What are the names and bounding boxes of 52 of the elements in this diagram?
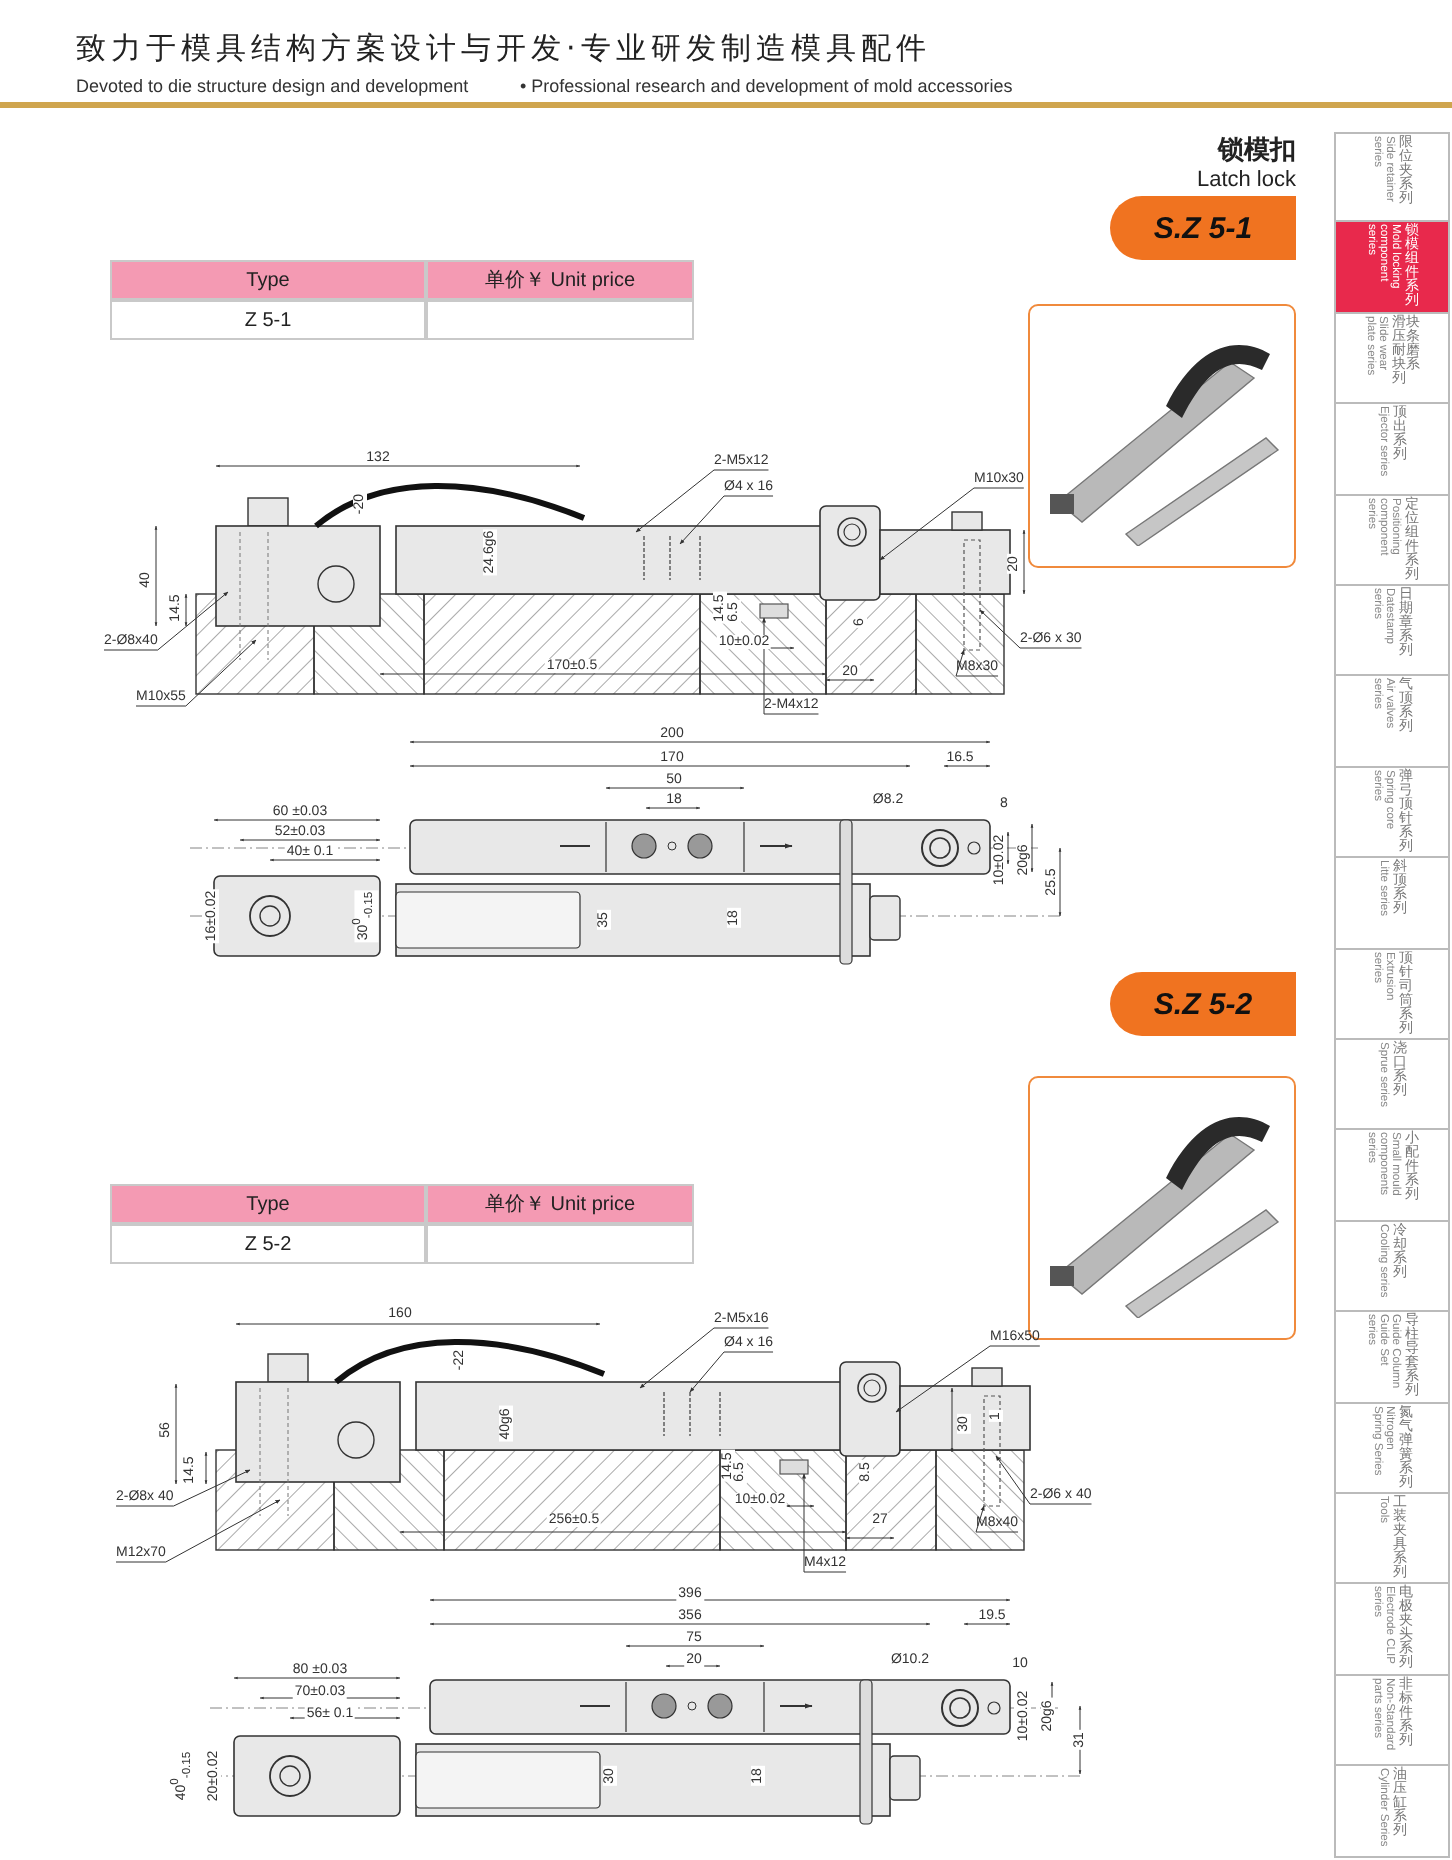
screw-drawing [779,1459,809,1475]
category-tab [1334,313,1450,405]
screw-drawing [759,603,789,619]
table-header: Type [110,260,426,300]
category-tab [1334,404,1450,496]
header-slogan: 致力于模具结构方案设计与开发·专业研发制造模具配件 [76,30,931,68]
table-header: 单价￥ Unit price [426,260,694,300]
product-subtitle: Latch lock [1196,168,1296,192]
leader-line [761,617,819,715]
leader-line [689,1351,774,1393]
product-title: 锁模扣 [1218,134,1296,168]
leader-line [895,1345,1041,1413]
leader-line [115,1469,251,1507]
category-tab [1334,495,1450,586]
category-tab [1334,586,1450,677]
category-tab [1334,1312,1450,1404]
leader-line [115,1499,281,1563]
leader-line [979,609,1082,649]
leader-line [103,591,229,651]
category-tab [1334,676,1450,768]
table-cell: Z 5-1 [110,300,426,340]
header-subtitle: Devoted to die structure design and development [76,76,469,96]
table-header: Type [110,1184,426,1224]
leader-line [635,469,769,533]
leader-line [801,1473,847,1573]
category-tab [1334,1130,1450,1222]
category-tab [1334,858,1450,950]
leader-line [639,1327,769,1389]
table-header: 单价￥ Unit price [426,1184,694,1224]
header-subtitle: • Professional research and development of mold accessories [520,76,1013,96]
category-tab [1334,1675,1450,1767]
category-tab [1334,1766,1450,1858]
category-tab [1334,1584,1450,1676]
active-category-tab [1334,222,1450,314]
leader-line [879,487,1025,561]
leader-line [679,495,774,545]
category-tab [1334,1040,1450,1131]
leader-line [995,1455,1092,1505]
leader-line [955,649,999,677]
series-code-tab: S.Z 5-1 [1110,196,1296,260]
category-tab [1334,1403,1450,1494]
category-tab [1334,1221,1450,1313]
bolt-drawing [983,1395,1001,1507]
leader-line [975,1505,1019,1533]
category-tab [1334,767,1450,859]
bolt-drawing [963,539,981,651]
category-tab [1334,1494,1450,1585]
category-tab [1334,949,1450,1040]
table-cell: Z 5-2 [110,1224,426,1264]
series-code-tab: S.Z 5-2 [1110,972,1296,1036]
leader-line [135,639,257,707]
category-tab [1334,132,1450,223]
